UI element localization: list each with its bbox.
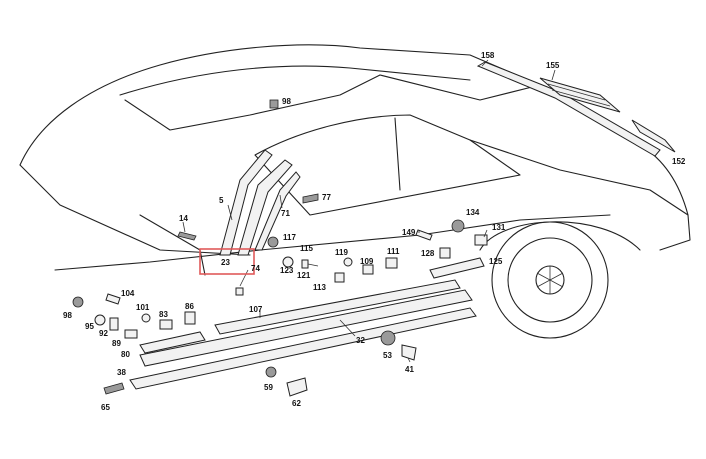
- door-window: [254, 114, 521, 216]
- roof-line: [379, 74, 541, 101]
- callout-23: 23: [221, 258, 230, 267]
- callout-62: 62: [292, 399, 301, 408]
- clip-131: [474, 234, 488, 246]
- callout-101: 101: [136, 303, 150, 312]
- grommet-98: [72, 296, 84, 308]
- callout-117: 117: [283, 233, 296, 242]
- grommet-59: [265, 366, 277, 378]
- callout-109: 109: [360, 257, 374, 266]
- pin-104: [105, 293, 121, 305]
- highlight-box-23: [199, 248, 255, 275]
- roof-rail-158: [476, 61, 661, 157]
- clip-121: [301, 259, 309, 269]
- callout-121: 121: [297, 271, 311, 280]
- clip-119: [343, 257, 353, 267]
- callout-131: 131: [492, 223, 506, 232]
- callout-71: 71: [281, 209, 290, 218]
- callout-92: 92: [99, 329, 108, 338]
- callout-113: 113: [313, 283, 326, 292]
- trim-155-detail: [547, 83, 611, 107]
- callout-134: 134: [466, 208, 480, 217]
- clip-128: [439, 247, 451, 259]
- callout-111: 111: [387, 247, 400, 256]
- callout-152: 152: [672, 157, 686, 166]
- callout-128: 128: [421, 249, 435, 258]
- grommet-134: [451, 219, 465, 233]
- rear-quarter: [469, 139, 689, 216]
- callout-53: 53: [383, 351, 392, 360]
- rear-wheel-rim: [507, 237, 593, 323]
- clip-86: [184, 311, 196, 325]
- callout-59: 59: [264, 383, 273, 392]
- fasteners: [72, 99, 488, 397]
- callout-98-top: 98: [282, 97, 291, 106]
- a-pillar-trim-5: [219, 149, 273, 256]
- grommet-95: [94, 314, 106, 326]
- callout-149: 149: [402, 228, 416, 237]
- clip-92: [109, 317, 119, 331]
- callout-95: 95: [85, 322, 94, 331]
- clip-109: [362, 264, 374, 275]
- windshield-frame: [124, 74, 381, 131]
- callout-32: 32: [356, 336, 365, 345]
- grommet-53: [380, 330, 396, 346]
- callout-115: 115: [300, 244, 313, 253]
- screw-65: [103, 382, 125, 395]
- callout-158: 158: [481, 51, 495, 60]
- clip-111: [385, 257, 398, 269]
- screw-77: [302, 193, 319, 204]
- callout-107: 107: [249, 305, 263, 314]
- callout-155: 155: [546, 61, 560, 70]
- callout-98: 98: [63, 311, 72, 320]
- clip-62: [286, 377, 308, 397]
- screw-14: [177, 231, 197, 241]
- car-hood-edge: [19, 164, 251, 256]
- callout-89: 89: [112, 339, 121, 348]
- callout-104: 104: [121, 289, 135, 298]
- callout-65: 65: [101, 403, 110, 412]
- grommet-117: [267, 236, 279, 248]
- callout-5: 5: [219, 196, 224, 205]
- callout-83: 83: [159, 310, 168, 319]
- callout-119: 119: [335, 248, 348, 257]
- clip-74: [235, 287, 244, 296]
- callout-77: 77: [322, 193, 331, 202]
- a-pillar-trim-71: [237, 159, 293, 256]
- hub-star: [536, 266, 564, 294]
- clip-83: [159, 319, 173, 330]
- callout-123: 123: [280, 266, 294, 275]
- clip-101: [141, 313, 151, 323]
- leader-lines: [182, 59, 556, 363]
- callout-labels: 158 155 98 77 5 71 14 23 74 117 115 119 …: [63, 51, 686, 412]
- clip-89: [124, 329, 138, 339]
- callout-74: 74: [251, 264, 260, 273]
- sill-32: [139, 289, 473, 367]
- trim-80: [139, 331, 206, 354]
- trim-125: [429, 257, 485, 279]
- body-side-line: [54, 214, 611, 271]
- sill-107: [214, 279, 461, 335]
- trim-152: [631, 119, 676, 153]
- wheel-arch: [479, 221, 641, 251]
- callout-14: 14: [179, 214, 188, 223]
- callout-80: 80: [121, 350, 130, 359]
- callout-41: 41: [405, 365, 414, 374]
- a-pillar-seal: [254, 171, 301, 251]
- grommet-123: [282, 256, 294, 268]
- clip-98-top: [269, 99, 279, 109]
- callout-86: 86: [185, 302, 194, 311]
- sill-38: [129, 307, 477, 390]
- clip-41: [401, 344, 417, 361]
- callout-38: 38: [117, 368, 126, 377]
- callout-125: 125: [489, 257, 503, 266]
- car-body-outline: [19, 44, 691, 251]
- pin-149: [415, 229, 433, 241]
- windshield-top: [119, 65, 471, 96]
- clip-113: [334, 272, 345, 283]
- window-divider: [394, 117, 401, 191]
